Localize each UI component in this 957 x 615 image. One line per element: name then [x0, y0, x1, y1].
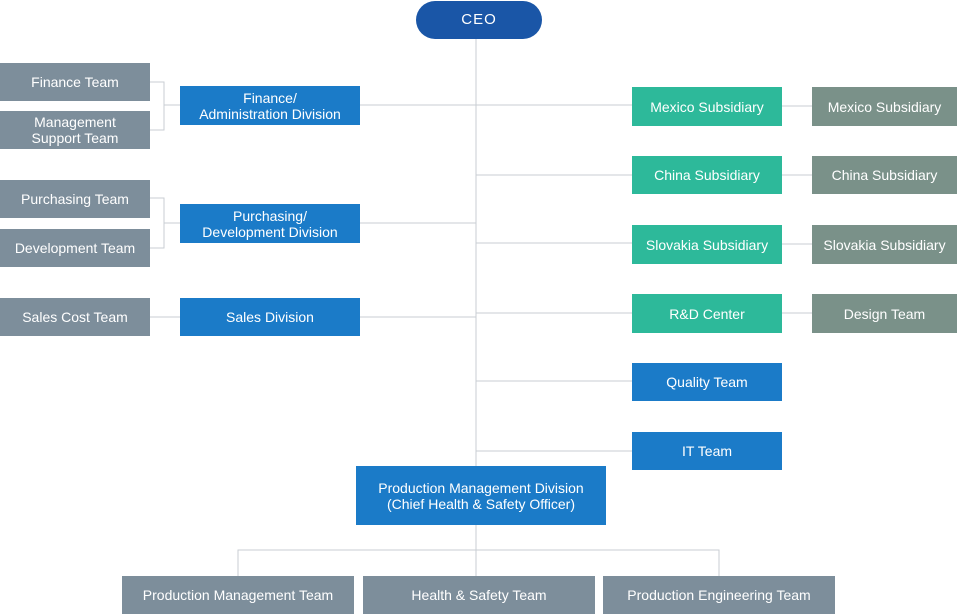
rd-center: R&D Center [632, 294, 782, 333]
slovakia-subsidiary: Slovakia Subsidiary [632, 225, 782, 264]
mexico-subsidiary-team: Mexico Subsidiary [812, 87, 957, 126]
sales-cost-team: Sales Cost Team [0, 298, 150, 336]
management-support-team: Management Support Team [0, 111, 150, 149]
production-engineering-team: Production Engineering Team [603, 576, 835, 614]
development-team: Development Team [0, 229, 150, 267]
production-management-division: Production Management Division (Chief He… [356, 466, 606, 525]
design-team: Design Team [812, 294, 957, 333]
china-subsidiary: China Subsidiary [632, 156, 782, 194]
finance-administration-division: Finance/ Administration Division [180, 86, 360, 125]
finance-team: Finance Team [0, 63, 150, 101]
china-subsidiary-team: China Subsidiary [812, 156, 957, 194]
finance-bracket [150, 81, 165, 131]
slovakia-subsidiary-team: Slovakia Subsidiary [812, 225, 957, 264]
health-safety-team: Health & Safety Team [363, 576, 595, 614]
purchasing-development-division: Purchasing/ Development Division [180, 204, 360, 243]
mexico-subsidiary: Mexico Subsidiary [632, 87, 782, 126]
production-management-team: Production Management Team [122, 576, 354, 614]
quality-team: Quality Team [632, 363, 782, 401]
purchasing-bracket [150, 197, 165, 249]
sales-division: Sales Division [180, 298, 360, 336]
it-team: IT Team [632, 432, 782, 470]
purchasing-team: Purchasing Team [0, 180, 150, 218]
ceo-node: CEO [416, 1, 542, 39]
production-branch [237, 549, 720, 576]
